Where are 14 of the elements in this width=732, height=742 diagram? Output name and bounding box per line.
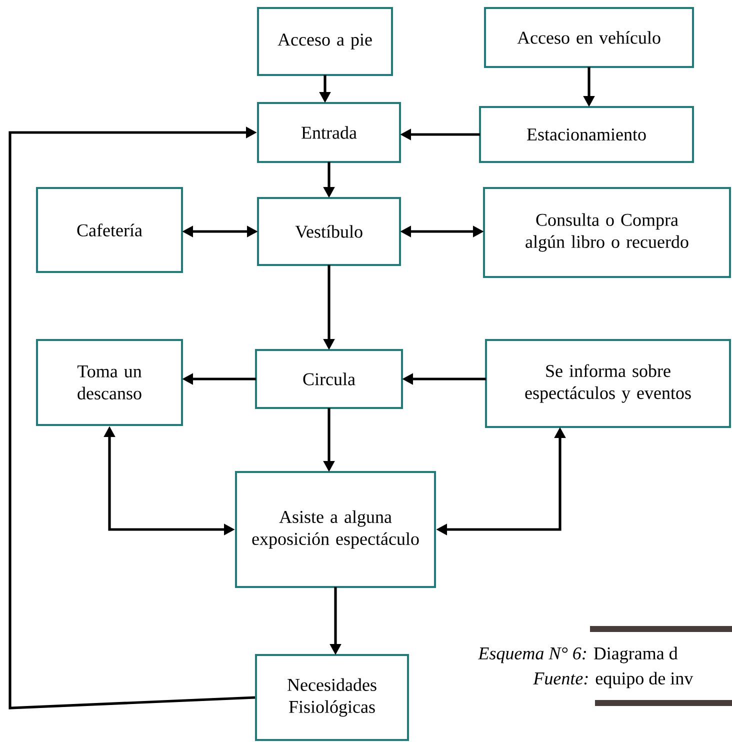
- caption-text: Esquema N° 6: Diagrama d: [478, 646, 678, 664]
- process-box: Cafetería: [36, 187, 183, 273]
- process-box: Asiste a alguna exposición espectáculo: [235, 471, 436, 588]
- caption-text: Fuente: equipo de inv: [533, 672, 694, 688]
- process-box: Acceso en vehículo: [484, 7, 694, 68]
- process-box: Vestíbulo: [257, 197, 401, 266]
- process-box: Se informa sobre espectáculos y eventos: [485, 339, 731, 428]
- process-box: Acceso a pie: [257, 7, 393, 76]
- process-box: Estacionamiento: [479, 106, 694, 163]
- process-box: Circula: [255, 349, 403, 409]
- process-box: Consulta o Compra algún libro o recuerdo: [483, 187, 731, 278]
- process-box: Toma un descanso: [36, 339, 183, 426]
- process-box: Entrada: [257, 102, 401, 163]
- process-box: Necesidades Fisiológicas: [255, 654, 409, 741]
